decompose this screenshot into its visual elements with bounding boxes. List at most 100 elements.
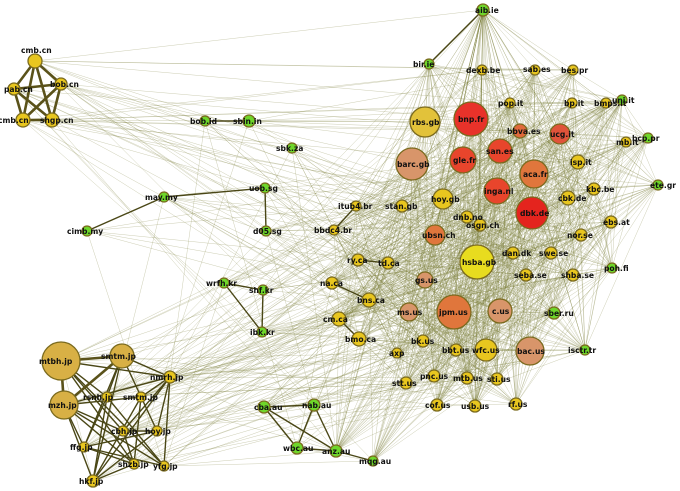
edge [482,9,607,104]
edge [433,274,574,377]
node-sbin-in-label: sbin.in [233,117,262,126]
edge [358,338,407,384]
edge [509,69,574,104]
edge [424,279,438,406]
edge [338,99,623,320]
edge-strong [33,60,54,121]
edge [408,198,444,313]
node-nab-au-circle [307,398,321,412]
edge [519,69,574,132]
node-bbt-us-circle [449,343,463,357]
node-rsnh-jp-label: rsnh.jp [83,393,114,402]
edge [291,147,478,263]
node-smtm-jp-circle [109,343,135,369]
edge [60,83,569,199]
node-cof-us-circle [430,398,444,412]
edge-strong [63,404,165,467]
node-dnb-no-circle [460,210,474,224]
edge [83,137,649,448]
edge [436,252,514,406]
node-isctr-tr-label: isctr.tr [568,346,596,355]
node-san-es-circle [487,138,513,164]
node-yfg-jp-label: yfg.jp [153,462,178,471]
node-bnp-fr-label: bnp.fr [458,115,484,124]
node-anz-au-circle [329,444,343,458]
node-dbk-de-label: dbk.de [520,209,549,218]
edge [92,216,468,482]
edge [474,197,569,407]
edge [355,63,430,207]
node-uni-it-circle [616,94,628,106]
edge [455,349,498,380]
edge-strong [60,360,165,467]
node-dan-dk-circle [506,246,520,260]
edge [335,224,481,452]
edge [133,299,370,465]
edge [296,282,333,449]
edge [156,349,457,432]
node-swe-se-circle [544,246,558,260]
node-ucg-it-circle [549,123,571,145]
node-pop-it-circle [504,97,516,109]
node-hoy-jp-circle [151,425,163,437]
edge [372,350,531,462]
edge [83,299,370,448]
edge [265,137,649,232]
node-aca-fr-label: aca.fr [523,170,548,179]
edge [60,99,623,362]
edge [63,274,574,406]
edge [156,378,498,432]
edge [424,161,579,281]
node-uob-sg-label: uob.sg [249,184,278,193]
node-stt-us-label: stt.us [392,379,417,388]
edge [605,102,613,269]
edge [51,119,293,149]
edge [433,350,531,377]
edge [333,229,340,320]
edge [261,279,426,333]
node-shf-kr-circle [257,284,269,296]
node-swe-se-label: swe.se [539,249,568,258]
edge [401,205,533,214]
edge [357,259,586,351]
edge [265,224,481,232]
node-cmb-cn-label: cmb.cn [21,46,52,55]
node-rbs-gb-circle [409,106,441,138]
node-pnc-us-label: pnc.us [420,372,449,381]
edge [156,310,501,432]
node-bbdc4-br-circle [328,224,340,236]
node-bp-it-circle [566,97,578,109]
edge [433,234,436,377]
edge [453,159,464,313]
edge [357,259,476,407]
node-stt-us-circle [399,376,413,390]
node-shzb-jp-circle [128,458,140,470]
node-jpm-us-circle [436,294,472,330]
node-aib-ie-label: aib.ie [475,6,499,15]
edge [122,349,586,432]
node-axp-label: axp [389,349,405,358]
node-bac-us-circle [515,336,545,366]
edge [482,9,517,405]
edge [411,102,607,165]
edge [122,212,533,432]
node-shgp-cn-circle [44,112,60,128]
node-barc-gb-label: barc.gb [397,160,430,169]
edge [169,352,398,378]
node-td-ca-label: td.ca [378,259,400,268]
edge [572,69,623,101]
edge-strong [83,446,135,465]
edge [265,230,435,377]
node-wrfh-kr-circle [218,277,230,289]
edge [580,188,595,236]
edge [163,378,498,467]
edge [313,377,468,406]
edge [485,274,574,351]
edge [140,252,514,398]
edge [372,349,457,462]
node-inga-nl-circle [483,177,511,205]
node-pnc-us-circle [427,369,441,383]
edge [442,99,623,200]
edge-strong [264,187,267,232]
node-sab-es-label: sab.es [523,65,551,74]
